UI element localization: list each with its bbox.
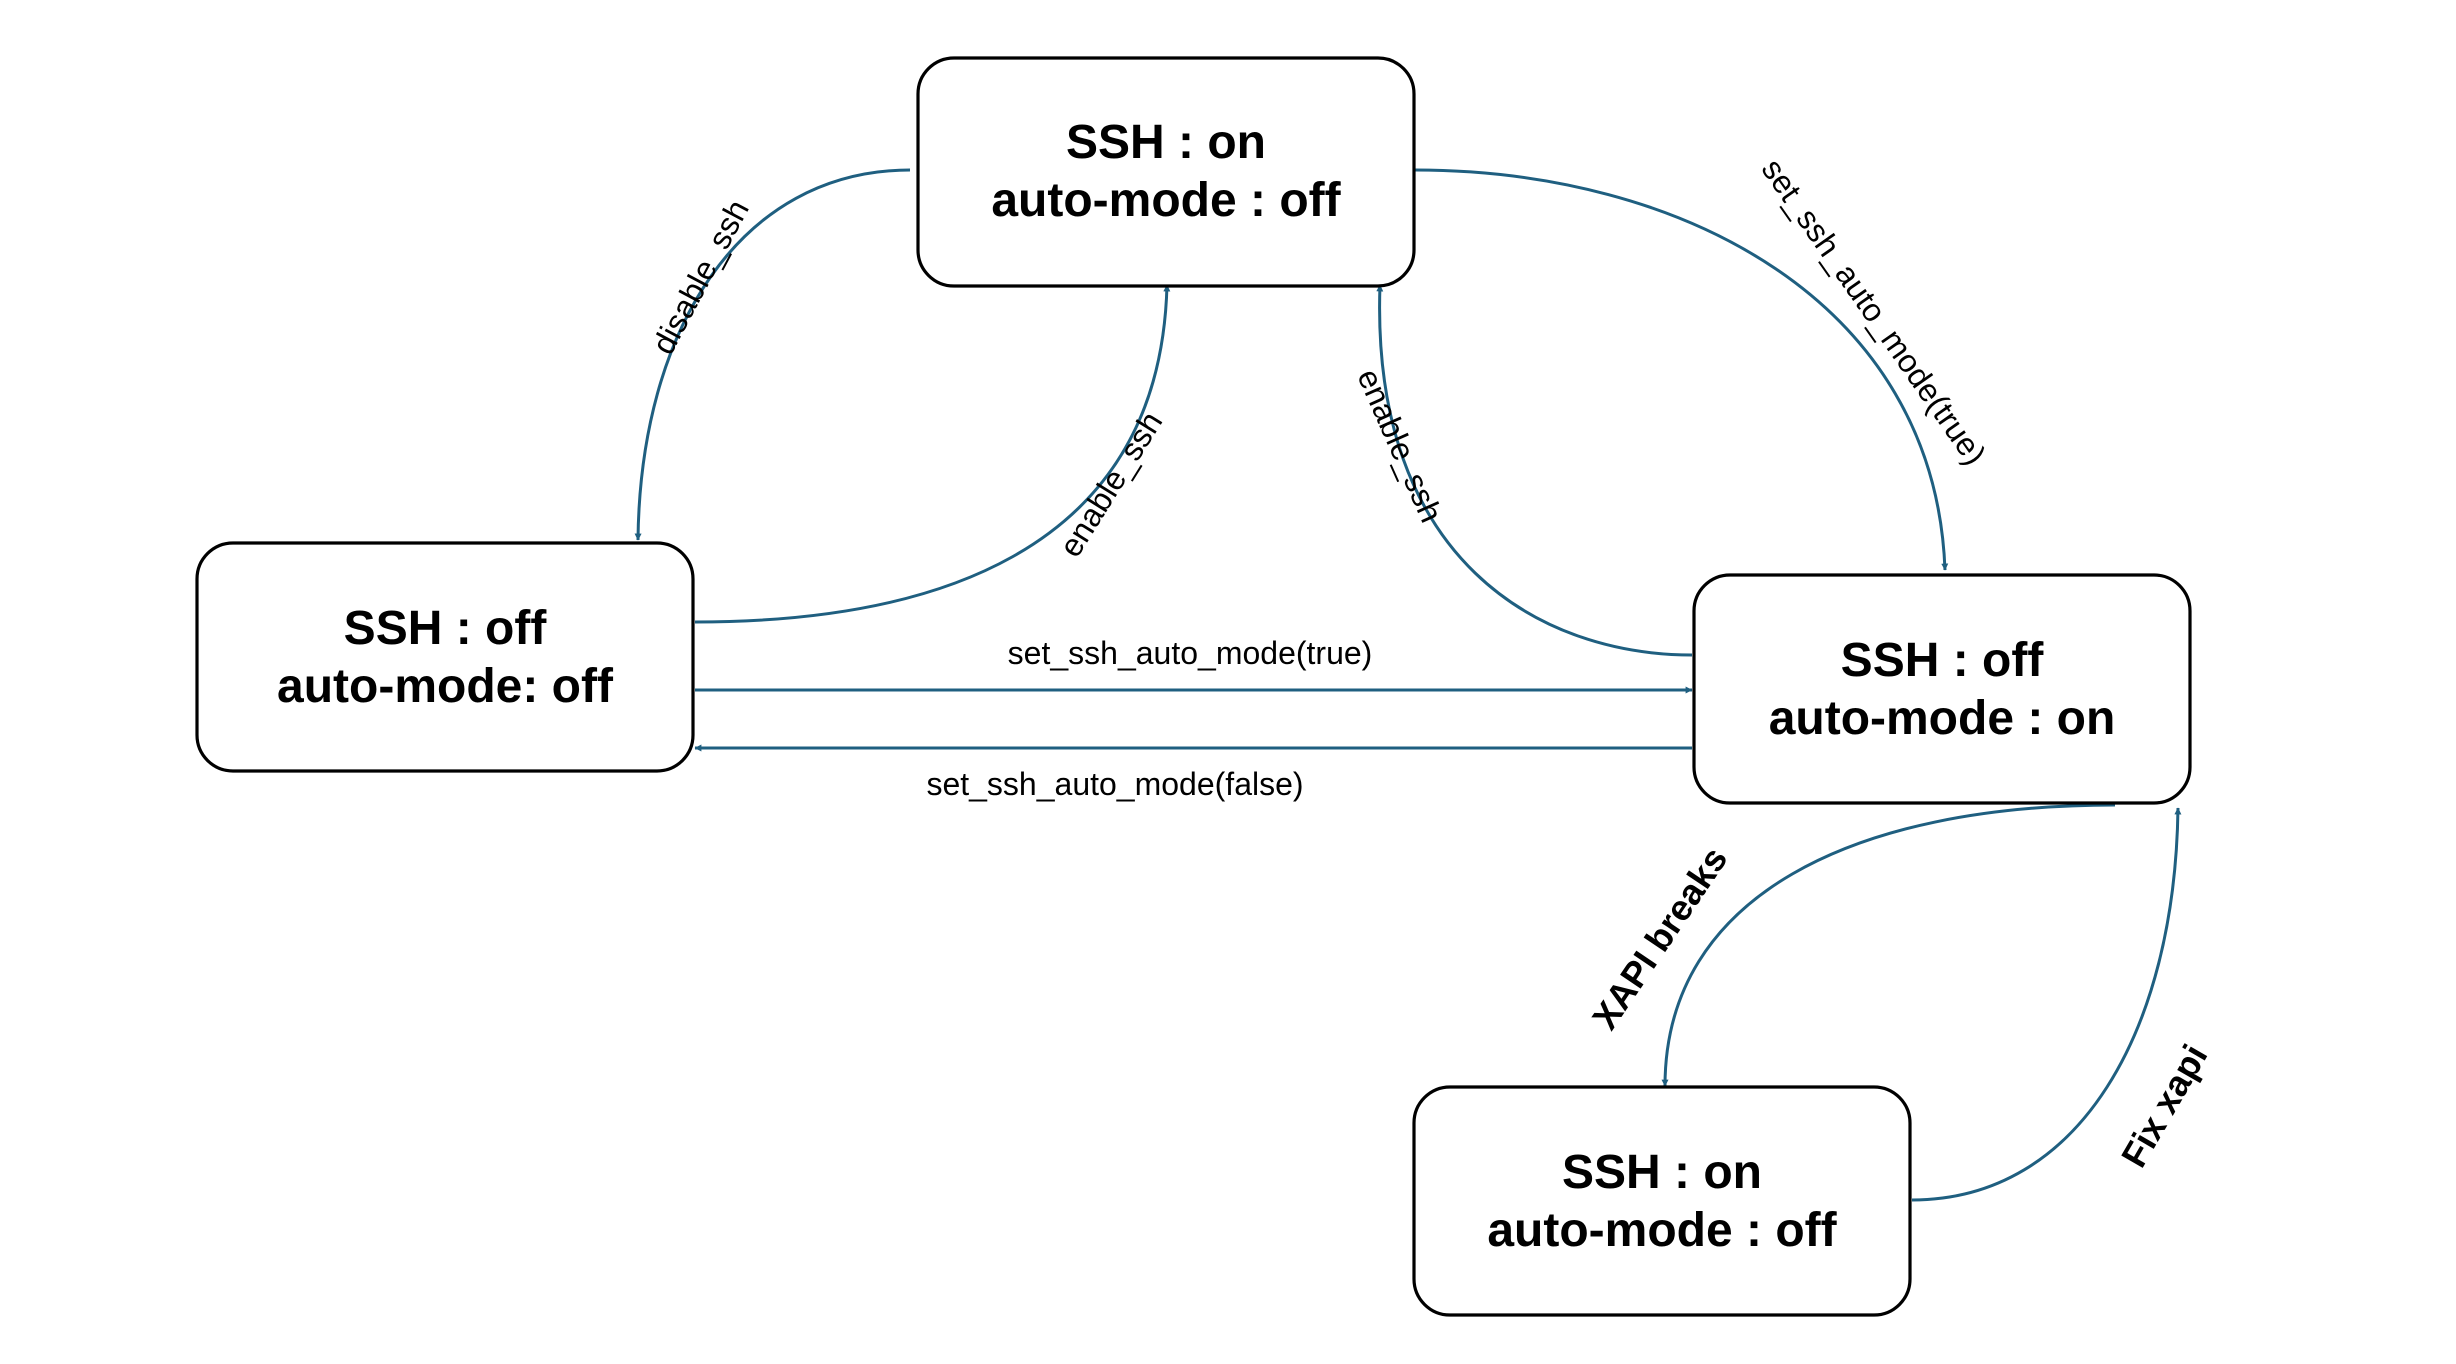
state-left-ssh: SSH : off [344, 602, 548, 655]
state-left: SSH : off auto-mode: off [195, 541, 695, 773]
edge-top-to-right [1414, 168, 1949, 571]
state-right-ssh: SSH : off [1841, 634, 2045, 687]
state-top: SSH : on auto-mode : off [916, 56, 1416, 288]
state-left-auto-mode: auto-mode: off [277, 660, 614, 713]
state-bottom-ssh: SSH : on [1562, 1146, 1762, 1199]
state-bottom: SSH : on auto-mode : off [1412, 1085, 1912, 1317]
label-xapi-breaks: XAPI breaks [1584, 839, 1735, 1036]
label-enable-ssh-left: enable_ssh [1052, 405, 1169, 563]
state-right-auto-mode: auto-mode : on [1769, 692, 2116, 745]
edge-right-to-bottom [1661, 803, 2116, 1087]
edge-right-to-top [1376, 284, 1693, 657]
label-disable-ssh: disable_ssh [645, 194, 756, 360]
edge-top-to-left [634, 168, 911, 541]
label-set-auto-mode-false: set_ssh_auto_mode(false) [926, 766, 1303, 802]
label-enable-ssh-right: enable_ssh [1350, 363, 1449, 527]
state-bottom-auto-mode: auto-mode : off [1487, 1204, 1837, 1257]
state-top-auto-mode: auto-mode : off [991, 174, 1341, 227]
state-right: SSH : off auto-mode : on [1692, 573, 2192, 805]
label-set-auto-mode-true-top: set_ssh_auto_mode(true) [1755, 152, 1994, 471]
label-fix-xapi: Fix xapi [2113, 1037, 2216, 1174]
label-set-auto-mode-true-middle: set_ssh_auto_mode(true) [1008, 635, 1373, 671]
edge-left-to-top [694, 284, 1171, 624]
edge-bottom-to-right [1911, 807, 2182, 1202]
state-top-ssh: SSH : on [1066, 116, 1266, 169]
